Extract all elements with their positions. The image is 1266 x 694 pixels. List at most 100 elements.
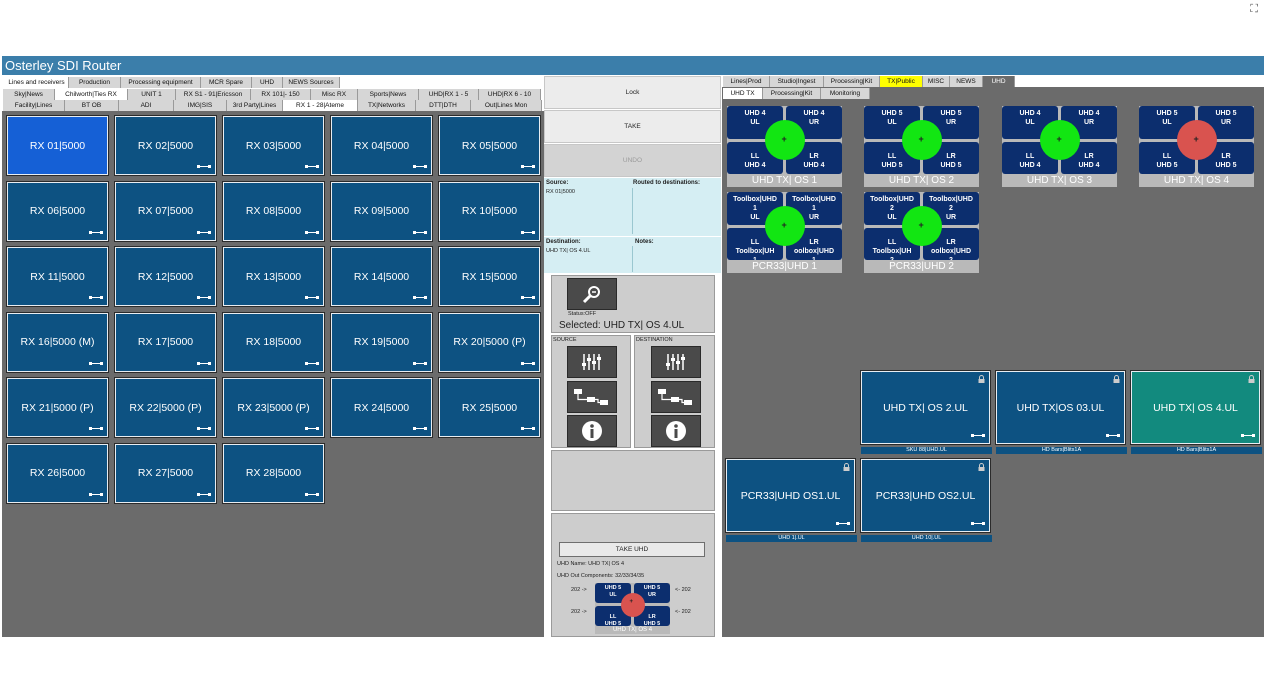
source-tile[interactable]: RX 22|5000 (P): [114, 377, 217, 438]
destination-faders-button[interactable]: [651, 346, 701, 378]
status-indicator: [1039, 120, 1080, 160]
uhd-name-text: UHD Name: UHD TX| OS 4: [557, 561, 625, 567]
diagnostics-button[interactable]: [567, 278, 617, 310]
tab-sky-news[interactable]: Sky|News: [3, 89, 55, 100]
source-tile[interactable]: RX 03|5000: [222, 115, 325, 176]
destination-tile[interactable]: UHD TX| OS 2.UL: [860, 370, 991, 445]
source-tile[interactable]: RX 08|5000: [222, 180, 325, 242]
source-tile[interactable]: RX 07|5000: [114, 180, 217, 242]
tab-uhd-tx[interactable]: UHD TX: [723, 88, 763, 99]
source-tile[interactable]: RX 19|5000: [330, 311, 433, 373]
tab-facility-lines[interactable]: Facility|Lines: [3, 100, 65, 111]
source-tile-label: RX 15|5000: [461, 270, 518, 283]
take-button[interactable]: TAKE: [544, 110, 721, 143]
tab-processing-kit-2[interactable]: Processing|Kit: [763, 88, 821, 99]
tab-img-sis[interactable]: IMG|SIS: [174, 100, 227, 111]
tab-news[interactable]: NEWS: [950, 76, 983, 87]
source-tile[interactable]: RX 18|5000: [222, 311, 325, 373]
source-tile[interactable]: RX 01|5000: [6, 115, 109, 176]
expand-icon[interactable]: ⛶: [1250, 2, 1258, 15]
destination-tile[interactable]: PCR33|UHD OS2.UL: [860, 458, 991, 533]
tab-lines-receivers[interactable]: Lines and receivers: [5, 77, 69, 88]
source-tile[interactable]: RX 11|5000: [6, 246, 109, 307]
source-tile[interactable]: RX 20|5000 (P): [438, 311, 541, 373]
tab-mcr-spare[interactable]: MCR Spare: [201, 77, 252, 88]
tab-lines-prod[interactable]: Lines|Prod: [723, 76, 770, 87]
tab-uhd-rx-1-5[interactable]: UHD|RX 1 - 5: [419, 89, 479, 100]
tab-sports-news[interactable]: Sports|News: [358, 89, 419, 100]
destination-tile[interactable]: UHD TX|OS 03.UL: [995, 370, 1126, 445]
source-faders-button[interactable]: [567, 346, 617, 378]
lock-button[interactable]: Lock: [544, 76, 721, 109]
destination-routing-button[interactable]: [651, 381, 701, 413]
faders-icon: [582, 354, 601, 370]
tab-unit1[interactable]: UNIT 1: [128, 89, 176, 100]
source-tile[interactable]: RX 27|5000: [114, 442, 217, 504]
source-tile[interactable]: RX 24|5000: [330, 377, 433, 438]
source-tile[interactable]: RX 10|5000: [438, 180, 541, 242]
tab-rx-s1[interactable]: RX S1 - 91|Ericsson: [176, 89, 251, 100]
source-tile[interactable]: RX 23|5000 (P): [222, 377, 325, 438]
source-tile[interactable]: RX 14|5000: [330, 246, 433, 307]
source-tile[interactable]: RX 28|5000: [222, 442, 325, 504]
destination-tile[interactable]: UHD TX| OS 4.UL: [1130, 370, 1261, 445]
source-tile[interactable]: RX 21|5000 (P): [6, 377, 109, 438]
tab-uhd-rx-6-10[interactable]: UHD|RX 6 - 10: [479, 89, 541, 100]
source-tile[interactable]: RX 09|5000: [330, 180, 433, 242]
source-tile[interactable]: RX 25|5000: [438, 377, 541, 438]
tab-misc[interactable]: MISC: [923, 76, 950, 87]
tab-3rd-party[interactable]: 3rd Party|Lines: [227, 100, 283, 111]
tab-tx-public[interactable]: TX|Public: [880, 76, 923, 87]
tab-out-lines-mon[interactable]: Out|Lines Mon: [471, 100, 542, 111]
tab-production[interactable]: Production: [69, 77, 121, 88]
tab-misc-rx[interactable]: Misc RX: [311, 89, 358, 100]
tab-uhd-right[interactable]: UHD: [983, 76, 1015, 87]
tab-news-sources[interactable]: NEWS Sources: [283, 77, 340, 88]
tab-monitoring[interactable]: Monitoring: [821, 88, 870, 99]
destination-tile[interactable]: PCR33|UHD OS1.UL: [725, 458, 856, 533]
tab-tx-networks[interactable]: TX|Networks: [358, 100, 416, 111]
source-tile[interactable]: RX 13|5000: [222, 246, 325, 307]
source-routing-button[interactable]: [567, 381, 617, 413]
tab-rx-101[interactable]: RX 101|- 150: [251, 89, 311, 100]
connector-icon: [197, 296, 211, 299]
source-tile[interactable]: RX 05|5000: [438, 115, 541, 176]
source-tile[interactable]: RX 06|5000: [6, 180, 109, 242]
tab-studio-ingest[interactable]: Studio|Ingest: [770, 76, 824, 87]
undo-button[interactable]: UNDO: [544, 144, 721, 177]
source-tile[interactable]: RX 16|5000 (M): [6, 311, 109, 373]
take-uhd-button[interactable]: TAKE UHD: [559, 542, 705, 557]
tab-adi[interactable]: ADI: [119, 100, 174, 111]
tab-rx-ateme[interactable]: RX 1 - 28|Ateme: [283, 100, 358, 111]
tab-uhd[interactable]: UHD: [252, 77, 283, 88]
source-tile[interactable]: RX 12|5000: [114, 246, 217, 307]
tab-chilworth[interactable]: Chilworth|Ties RX: [55, 89, 128, 100]
source-tile-label: RX 08|5000: [245, 205, 302, 217]
connector-icon: [413, 296, 427, 299]
tab-bt-ob[interactable]: BT OB: [65, 100, 119, 111]
source-tile[interactable]: RX 15|5000: [438, 246, 541, 307]
source-tile[interactable]: RX 02|5000: [114, 115, 217, 176]
connector-icon: [305, 230, 319, 234]
crosshair-icon: +: [629, 598, 634, 605]
source-tile[interactable]: RX 17|5000: [114, 311, 217, 373]
source-info-button[interactable]: [567, 415, 617, 447]
tab-processing-equipment[interactable]: Processing equipment: [121, 77, 201, 88]
destination-info-button[interactable]: [651, 415, 701, 447]
source-tile-label: RX 06|5000: [29, 205, 86, 217]
source-tile[interactable]: RX 04|5000: [330, 115, 433, 176]
crosshair-icon: +: [1193, 134, 1199, 144]
source-tile[interactable]: RX 26|5000: [6, 442, 109, 504]
quad-name: UHD TX| OS 3: [1002, 174, 1117, 187]
tab-processing-kit[interactable]: Processing|Kit: [824, 76, 880, 87]
tab-dtt-dth[interactable]: DTT|DTH: [416, 100, 471, 111]
destination-source-label: SKU 88|UHD.UL: [861, 447, 992, 454]
